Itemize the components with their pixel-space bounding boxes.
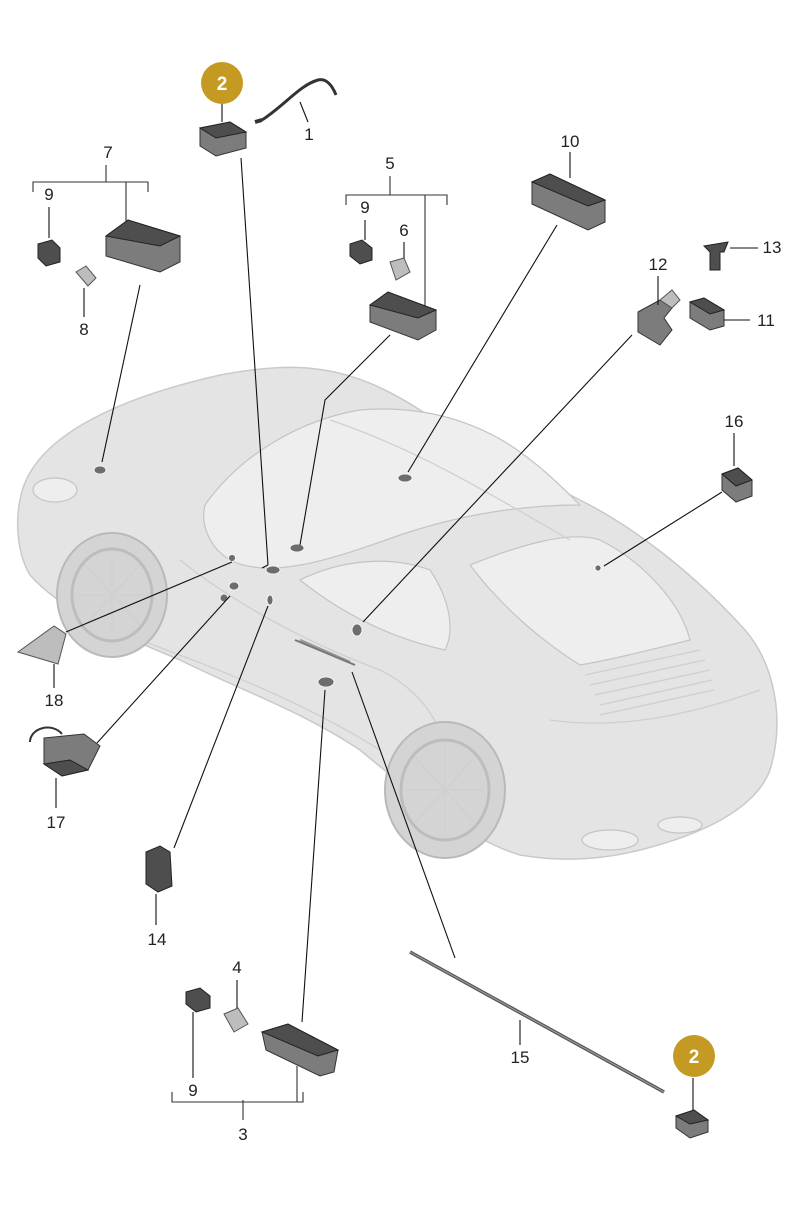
callout-6: 6: [399, 221, 408, 240]
callout-17: 17: [47, 813, 66, 832]
callout-9-left: 9: [44, 185, 53, 204]
headlight: [32, 477, 78, 503]
part-9-bulb-holder-left: [37, 207, 61, 267]
door-line: [179, 559, 451, 761]
callout-5: 5: [385, 154, 394, 173]
front-wheel: [56, 532, 168, 658]
badge-label: 2: [217, 74, 228, 95]
callout-14: 14: [148, 930, 167, 949]
part-16-connector: [721, 433, 753, 503]
part-6-bulb: [389, 242, 411, 281]
part-7-light-housing: [104, 219, 182, 273]
callout-9-mid: 9: [360, 198, 369, 217]
part-15-rod: [409, 950, 665, 1094]
mount-points: [93, 465, 602, 688]
callout-18: 18: [45, 691, 64, 710]
part-9-bulb-holder-bottom: [185, 987, 211, 1078]
part-13-clip: [702, 241, 758, 271]
callout-1: 1: [304, 125, 313, 144]
part-12-bracket: [637, 276, 681, 346]
badge-2-top: 2: [201, 62, 243, 104]
part-10-light: [530, 152, 607, 231]
part-5-light-housing: [368, 291, 438, 341]
part-17-switch-wired: [29, 726, 101, 808]
callout-9-bottom: 9: [188, 1081, 197, 1100]
door-handle-line: [299, 638, 351, 664]
sill-line: [139, 639, 381, 751]
badge-circle: [201, 62, 243, 104]
part-11-connector: [688, 297, 750, 331]
callout-13: 13: [763, 238, 782, 257]
callout-10: 10: [561, 132, 580, 151]
callout-3: 3: [238, 1125, 247, 1144]
part-2-connector-bottom: [674, 1078, 710, 1139]
part-8-bulb: [75, 265, 97, 317]
part-4-bulb: [223, 980, 249, 1033]
part-9-bulb-holder-mid: [349, 220, 373, 265]
car-windshield: [203, 408, 582, 569]
car-illustration: [16, 366, 778, 860]
brackets: [32, 165, 448, 1120]
callout-12: 12: [649, 255, 668, 274]
part-1-cable: [254, 78, 338, 124]
leader-lines: [65, 157, 723, 1023]
callout-11: 11: [757, 311, 775, 330]
badge-2-bottom: 2: [673, 1035, 715, 1077]
rear-wheel: [384, 721, 506, 859]
callout-8: 8: [79, 320, 88, 339]
callout-15: 15: [511, 1048, 530, 1067]
callout-labels: 1 7 9 8 5 9 6 10 13 12 11 16 18 17 14 4 …: [44, 125, 781, 1144]
badge-label: 2: [689, 1047, 700, 1068]
car-side-window: [298, 560, 451, 651]
engine-grille: [584, 649, 715, 716]
badge-circle: [673, 1035, 715, 1077]
callout-16: 16: [725, 412, 744, 431]
exhaust: [581, 829, 639, 851]
callout-7: 7: [103, 143, 112, 162]
part-3-door-light: [260, 1023, 340, 1077]
part-2-connector-top: [198, 100, 248, 157]
part-18-trim: [16, 625, 67, 688]
part-14-switch: [145, 845, 173, 925]
roof-line: [329, 419, 571, 541]
exhaust-2: [657, 816, 703, 834]
callout-4: 4: [232, 958, 241, 977]
rear-spoiler: [549, 689, 761, 724]
car-rear-window: [469, 536, 691, 666]
